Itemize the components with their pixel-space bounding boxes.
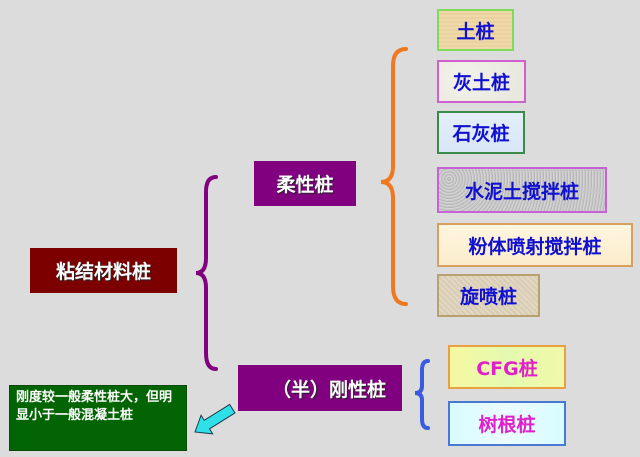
leaf-lime-pile: 石灰桩 xyxy=(437,111,525,154)
leaf-root-pile: 树根桩 xyxy=(448,401,566,446)
leaf-cfg-pile: CFG桩 xyxy=(448,345,566,389)
rigid-brace xyxy=(414,359,430,430)
leaf-soil-pile: 土桩 xyxy=(437,9,514,51)
leaf-label: 水泥土搅拌桩 xyxy=(464,180,579,203)
leaf-label: 土桩 xyxy=(456,20,495,43)
note-box: 刚度较一般柔性桩大，但明显小于一般混凝土桩 xyxy=(9,385,187,451)
leaf-label: 灰土桩 xyxy=(452,72,510,94)
root-label: 粘结材料桩 xyxy=(55,261,151,283)
leaf-lime-soil-pile: 灰土桩 xyxy=(437,60,526,103)
leaf-cement-soil-mixing-pile: 水泥土搅拌桩 xyxy=(437,167,607,213)
leaf-label: CFG桩 xyxy=(476,357,538,380)
flexible-pile-label: 柔性桩 xyxy=(276,174,334,196)
leaf-label: 树根桩 xyxy=(478,414,536,436)
leaf-label: 旋喷桩 xyxy=(459,286,517,308)
leaf-label: 粉体喷射搅拌桩 xyxy=(468,235,602,258)
root-brace xyxy=(195,175,218,371)
flexible-brace xyxy=(380,47,408,306)
rigid-pile-label: （半）刚性桩 xyxy=(271,378,386,401)
arrow-icon xyxy=(194,403,236,435)
leaf-powder-spray-mixing-pile: 粉体喷射搅拌桩 xyxy=(437,223,633,267)
leaf-jet-grouting-pile: 旋喷桩 xyxy=(437,274,540,317)
flexible-pile-node: 柔性桩 xyxy=(254,161,356,206)
rigid-pile-node: （半）刚性桩 xyxy=(238,365,402,411)
leaf-label: 石灰桩 xyxy=(452,123,510,145)
note-text: 刚度较一般柔性桩大，但明显小于一般混凝土桩 xyxy=(16,390,173,423)
root-node: 粘结材料桩 xyxy=(30,248,177,293)
